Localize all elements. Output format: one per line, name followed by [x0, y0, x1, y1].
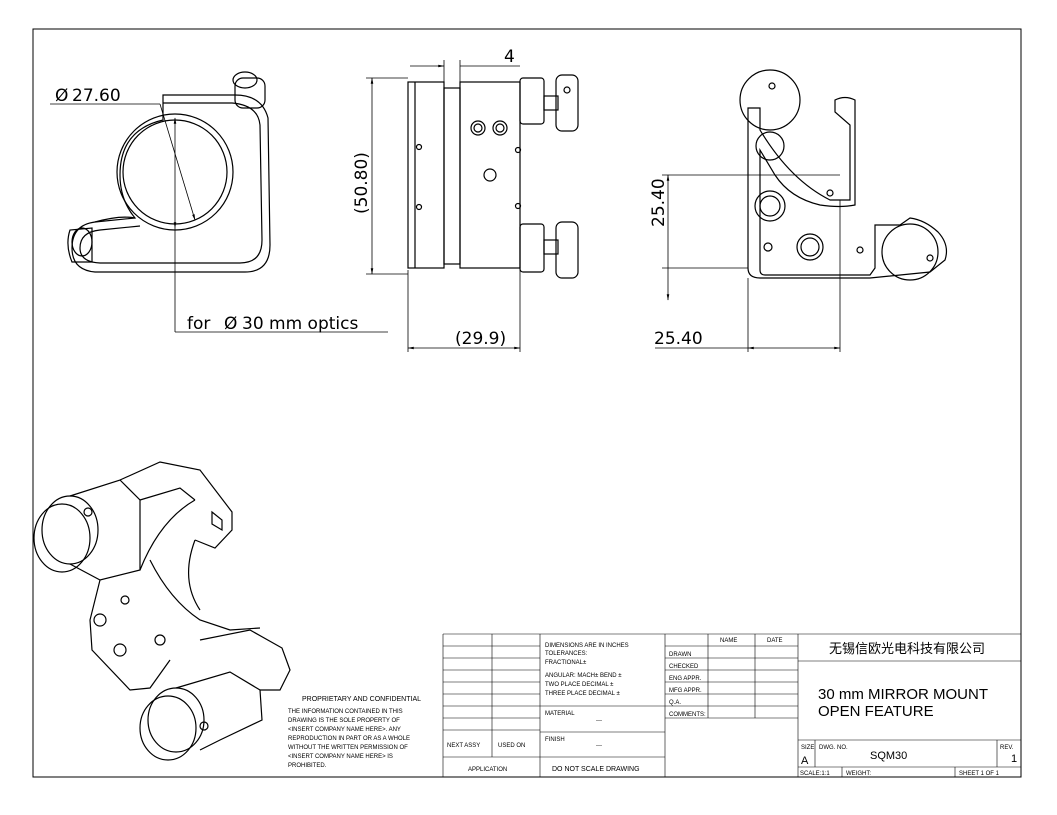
material-label: MATERIAL	[545, 711, 575, 717]
back-view	[739, 69, 948, 281]
isometric-view	[33, 461, 291, 761]
front-view-dims	[50, 103, 388, 333]
finish-value: ---	[596, 743, 602, 749]
proprietary-line: PROHIBITED.	[288, 763, 327, 769]
material-value: ---	[596, 718, 602, 724]
approval-row-label: ENG APPR.	[669, 676, 702, 682]
proprietary-line: WITHOUT THE WRITTEN PERMISSION OF	[288, 745, 408, 751]
side-view-dims	[366, 60, 521, 352]
weight-label: WEIGHT:	[846, 771, 871, 777]
application-label: APPLICATION	[468, 767, 507, 773]
dim-depth-ref: (29.9)	[455, 329, 506, 349]
dim-height-ref: (50.80)	[352, 152, 372, 214]
approval-row-label: MFG APPR.	[669, 688, 702, 694]
dim-optic-note-symbol: Ø	[224, 314, 237, 334]
tolerance-line: THREE PLACE DECIMAL ±	[545, 691, 620, 697]
proprietary-line: <INSERT COMPANY NAME HERE>. ANY	[288, 727, 401, 733]
rev-label: REV.	[1000, 745, 1014, 751]
approval-row-label: COMMENTS:	[669, 712, 706, 718]
size-label: SIZE	[801, 745, 814, 751]
proprietary-title: PROPRIETARY AND CONFIDENTIAL	[302, 696, 421, 703]
proprietary-line: THE INFORMATION CONTAINED IN THIS	[288, 709, 403, 715]
dwg-no-label: DWG. NO.	[819, 745, 848, 751]
side-view	[407, 74, 579, 279]
proprietary-line: REPRODUCTION IN PART OR AS A WHOLE	[288, 736, 410, 742]
drawing-title-line2: OPEN FEATURE	[818, 703, 934, 720]
title-block	[442, 633, 1021, 777]
tolerance-line: ANGULAR: MACH± BEND ±	[545, 673, 622, 679]
approval-rows: DRAWN CHECKED ENG APPR. MFG APPR. Q.A. C…	[669, 652, 706, 718]
name-header: NAME	[720, 638, 737, 644]
rev-value: 1	[1011, 753, 1017, 765]
dim-optic-symbol: Ø	[55, 86, 68, 106]
approval-row-label: DRAWN	[669, 652, 691, 658]
approval-row-label: Q.A.	[669, 700, 681, 706]
tolerance-line: DIMENSIONS ARE IN INCHES	[545, 643, 629, 649]
sheet-label: SHEET 1 OF 1	[959, 771, 1000, 777]
approval-row-label: CHECKED	[669, 664, 699, 670]
dwg-no-value: SQM30	[870, 750, 907, 762]
proprietary-lines: THE INFORMATION CONTAINED IN THIS DRAWIN…	[288, 709, 410, 769]
sheet-border	[32, 28, 1022, 778]
scale-label: SCALE:1:1	[800, 771, 830, 777]
tolerance-line: TOLERANCES:	[545, 651, 588, 657]
dim-optic-note: for	[187, 314, 210, 334]
date-header: DATE	[767, 638, 783, 644]
company-name: 无锡信欧光电科技有限公司	[829, 642, 985, 657]
used-on-label: USED ON	[498, 743, 525, 749]
dim-vertical: 25.40	[649, 178, 669, 227]
do-not-scale: DO NOT SCALE DRAWING	[552, 766, 640, 773]
drawing-title-line1: 30 mm MIRROR MOUNT	[818, 686, 988, 703]
back-view-dims	[655, 174, 841, 352]
finish-label: FINISH	[545, 737, 565, 743]
tolerance-line: TWO PLACE DECIMAL ±	[545, 682, 614, 688]
size-value: A	[801, 755, 809, 767]
dim-offset: 4	[504, 47, 515, 67]
tolerance-line: FRACTIONAL±	[545, 660, 587, 666]
tolerance-notes: DIMENSIONS ARE IN INCHES TOLERANCES: FRA…	[545, 643, 629, 697]
next-assy-label: NEXT ASSY	[447, 743, 480, 749]
proprietary-line: DRAWING IS THE SOLE PROPERTY OF	[288, 718, 400, 724]
dim-optic-note-size: 30 mm optics	[242, 314, 358, 334]
dim-horizontal: 25.40	[654, 329, 703, 349]
dim-optic-diameter: 27.60	[72, 86, 121, 106]
proprietary-line: <INSERT COMPANY NAME HERE> IS	[288, 754, 393, 760]
